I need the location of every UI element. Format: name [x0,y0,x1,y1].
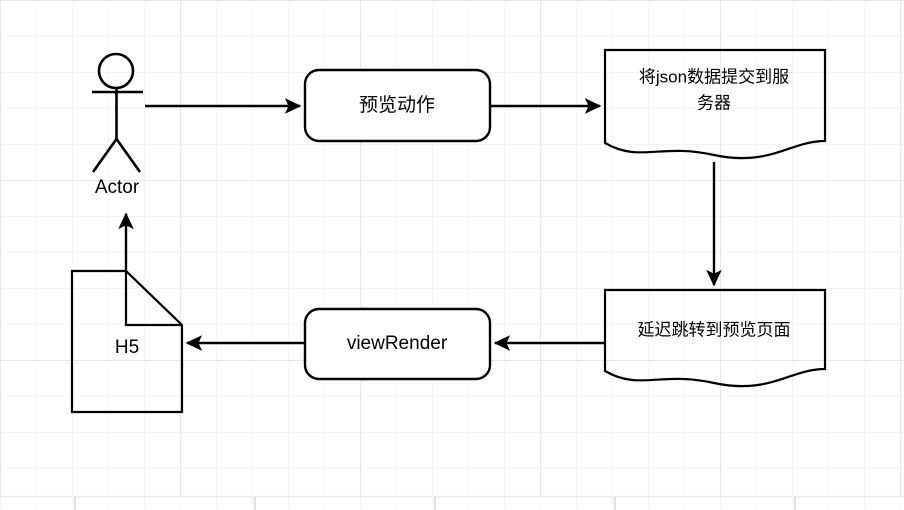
actor-leg-right-icon [115,138,142,173]
actor-leg-left-icon [91,138,118,173]
node-delay-jump-label: 延迟跳转到预览页面 [638,320,791,339]
node-h5-page-fold-icon [124,271,182,327]
node-submit-json[interactable]: 将json数据提交到服 务器 [603,48,827,160]
node-submit-json-label-line1: 将json数据提交到服 [639,67,789,86]
node-submit-json-shape[interactable] [603,48,827,160]
node-delay-jump[interactable]: 延迟跳转到预览页面 [603,288,827,388]
node-preview-action[interactable]: 预览动作 [303,68,492,143]
node-preview-action-label: 预览动作 [359,94,435,116]
node-actor-label: Actor [95,177,140,198]
node-view-render-label: viewRender [347,333,448,354]
ruler-major-ticks [74,497,796,510]
node-submit-json-label-line2: 务器 [697,93,731,112]
node-delay-jump-shape[interactable] [603,288,827,388]
node-h5-page-shape[interactable] [70,269,184,414]
node-h5-page-label: H5 [115,337,139,358]
node-h5-page[interactable]: H5 [70,269,184,414]
node-actor[interactable]: Actor [91,52,143,198]
